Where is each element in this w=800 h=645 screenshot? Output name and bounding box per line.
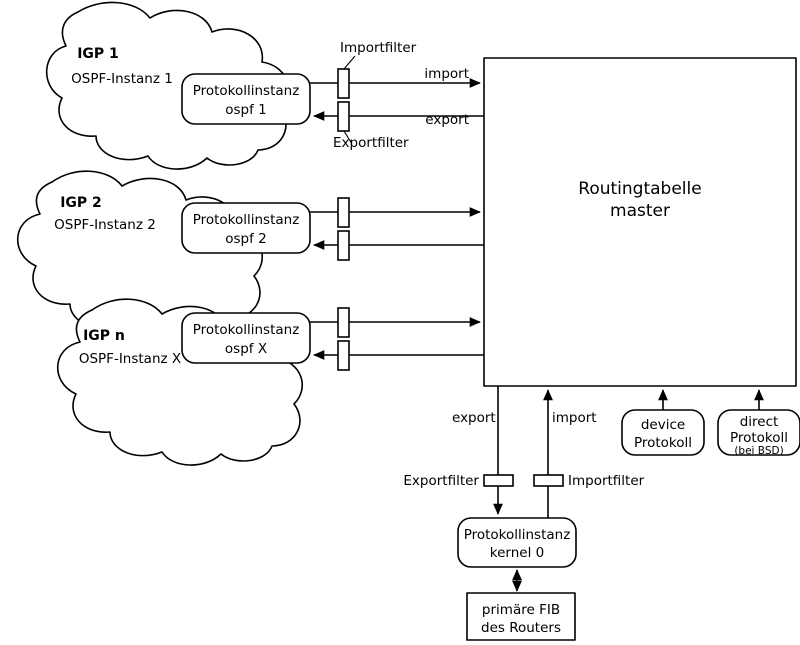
protocol-instance-ospf-x[interactable]: Protokollinstanz ospf X — [181, 312, 311, 364]
protocol-instance-label-3b: ospf X — [225, 341, 267, 357]
kernel-import-flow-label: import — [552, 410, 597, 426]
protocol-instance-kernel-0[interactable]: Protokollinstanz kernel 0 — [457, 517, 577, 568]
export-filter-ospf-x[interactable] — [337, 340, 350, 371]
kernel-import-filter[interactable] — [533, 474, 564, 487]
device-protokoll-box[interactable] — [621, 409, 705, 456]
protocol-instance-box-1[interactable] — [181, 73, 311, 125]
direct-protokoll[interactable]: direct Protokoll (bei BSD) — [717, 389, 800, 457]
direct-protokoll-label-line1: direct — [740, 414, 779, 430]
direct-protokoll-box[interactable] — [717, 409, 800, 456]
cloud-title-igp-3: IGP n — [83, 328, 125, 344]
kernel-instance-label-line1: Protokollinstanz — [464, 527, 571, 543]
cloud-subtitle-igp-1: OSPF-Instanz 1 — [71, 71, 173, 87]
routing-table-master[interactable]: Routingtabelle master — [483, 57, 797, 387]
device-protokoll-label-line2: Protokoll — [634, 435, 692, 451]
export-filter-leader-1 — [343, 130, 353, 145]
fib-label-line1: primäre FIB — [482, 602, 560, 618]
connection-group-ospf-1: Importfilter Exportfilter import export — [310, 40, 484, 151]
connection-group-kernel-import: import Importfilter — [533, 389, 645, 520]
kernel-export-filter-label: Exportfilter — [403, 473, 479, 489]
export-filter-ospf-1[interactable] — [337, 101, 350, 132]
cloud-shape-igp-1 — [45, 1, 290, 170]
routing-table-box[interactable] — [483, 57, 797, 387]
connection-group-ospf-2 — [310, 197, 484, 261]
import-filter-ospf-x[interactable] — [337, 307, 350, 338]
cloud-subtitle-igp-3: OSPF-Instanz X — [79, 351, 181, 367]
cloud-title-igp-2: IGP 2 — [60, 195, 102, 211]
connection-group-ospf-x — [310, 307, 484, 371]
routing-table-label-line2: master — [610, 201, 670, 221]
protocol-instance-box-2[interactable] — [181, 202, 311, 254]
protocol-instance-label-2a: Protokollinstanz — [193, 212, 300, 228]
cloud-subtitle-igp-2: OSPF-Instanz 2 — [54, 217, 156, 233]
kernel-instance-box[interactable] — [457, 517, 577, 568]
kernel-export-filter[interactable] — [483, 474, 514, 487]
protocol-instance-label-3a: Protokollinstanz — [193, 322, 300, 338]
device-protokoll-label-line1: device — [641, 417, 685, 433]
export-filter-label-1: Exportfilter — [333, 135, 409, 151]
kernel-export-flow-label: export — [452, 410, 496, 426]
protocol-instance-ospf-1[interactable]: Protokollinstanz ospf 1 — [181, 73, 311, 125]
direct-protokoll-label-line3: (bei BSD) — [734, 445, 783, 457]
primary-fib[interactable]: primäre FIB des Routers — [466, 592, 576, 641]
import-filter-label-1: Importfilter — [340, 40, 417, 56]
connection-group-kernel-export: export Exportfilter — [403, 386, 514, 515]
protocol-instance-box-3[interactable] — [181, 312, 311, 364]
protocol-instance-label-2b: ospf 2 — [225, 231, 267, 247]
device-protokoll[interactable]: device Protokoll — [621, 389, 705, 456]
import-filter-ospf-1[interactable] — [337, 68, 350, 99]
export-filter-ospf-2[interactable] — [337, 230, 350, 261]
protocol-instance-label-1b: ospf 1 — [225, 102, 267, 118]
import-filter-ospf-2[interactable] — [337, 197, 350, 228]
routing-table-label-line1: Routingtabelle — [578, 179, 701, 199]
fib-box[interactable] — [466, 592, 576, 641]
cloud-title-igp-1: IGP 1 — [77, 46, 119, 62]
export-flow-label-1: export — [425, 112, 469, 128]
fib-label-line2: des Routers — [481, 620, 561, 636]
import-filter-leader-1 — [343, 55, 356, 70]
protocol-instance-ospf-2[interactable]: Protokollinstanz ospf 2 — [181, 202, 311, 254]
protocol-instance-label-1a: Protokollinstanz — [193, 83, 300, 99]
import-flow-label-1: import — [424, 66, 469, 82]
cloud-igp-1: IGP 1 OSPF-Instanz 1 — [45, 1, 290, 170]
kernel-instance-label-line2: kernel 0 — [490, 545, 544, 561]
kernel-import-filter-label: Importfilter — [568, 473, 645, 489]
direct-protokoll-label-line2: Protokoll — [730, 430, 788, 446]
